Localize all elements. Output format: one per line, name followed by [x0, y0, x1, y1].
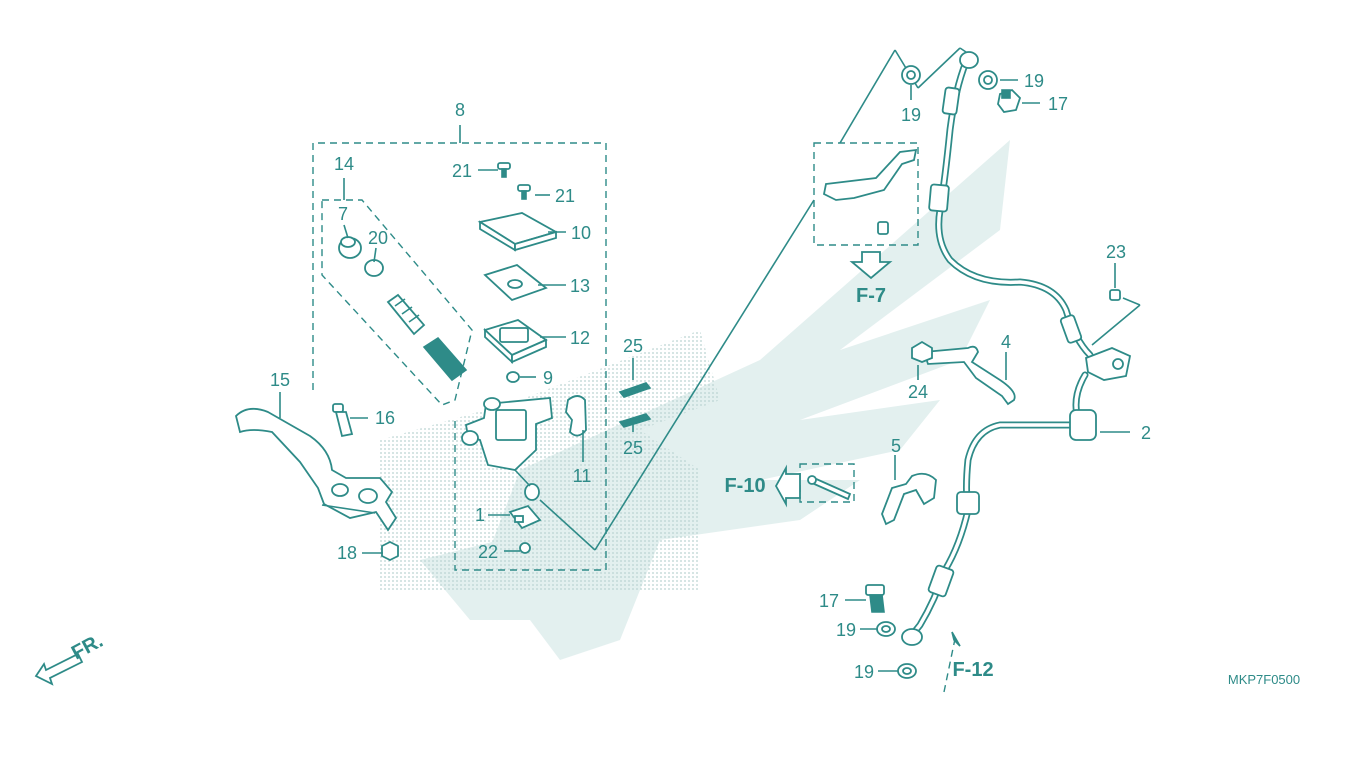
switch-1	[508, 504, 542, 530]
callout-15: 15	[270, 370, 290, 390]
callout-2: 2	[1141, 423, 1151, 443]
washer-19-top-left	[901, 65, 921, 85]
callout-13: 13	[570, 276, 590, 296]
callout-23: 23	[1106, 242, 1126, 262]
washer-19-bottom-upper	[876, 621, 896, 637]
diaphragm-12	[483, 319, 548, 365]
callout-20: 20	[368, 228, 388, 248]
screw-21-top	[497, 162, 511, 178]
callout-12: 12	[570, 328, 590, 348]
callout-17-bottom: 17	[819, 591, 839, 611]
ref-f7-label: F-7	[856, 285, 886, 307]
bolt-25-lower	[618, 413, 652, 428]
brake-hose-lower	[901, 371, 1097, 646]
spring	[422, 336, 468, 382]
ref-arrow-f7	[849, 251, 893, 280]
callout-25-lower: 25	[623, 438, 643, 458]
holder-11	[565, 395, 587, 437]
ref-lines-f12	[943, 631, 961, 693]
callout-24: 24	[908, 382, 928, 402]
screw-21-second	[517, 184, 531, 200]
bolt-17-bottom	[865, 584, 885, 613]
boot-7	[338, 236, 362, 259]
nut-18	[381, 540, 399, 562]
kit-leader-lines	[539, 47, 1141, 551]
callout-9: 9	[543, 368, 553, 388]
callout-16: 16	[375, 408, 395, 428]
ref-f12-label: F-12	[952, 659, 993, 681]
callout-leaders	[279, 79, 1130, 672]
ref-f10-label: F-10	[724, 475, 765, 497]
washer-19-bottom-lower	[897, 663, 917, 679]
kit-8-outline	[312, 125, 607, 571]
ref-arrow-f10	[774, 464, 801, 508]
callout-19-bottom-upper: 19	[836, 620, 856, 640]
callout-8: 8	[455, 100, 465, 120]
front-arrow: FR.	[34, 630, 107, 686]
callout-4: 4	[1001, 332, 1011, 352]
callout-25-upper: 25	[623, 336, 643, 356]
callout-14: 14	[334, 154, 354, 174]
screw-22	[519, 542, 531, 554]
bolt-17-top	[997, 88, 1022, 113]
stay-4	[911, 340, 1016, 406]
stay-5	[881, 472, 937, 526]
reference-labels: F-7 F-10 F-12	[724, 285, 993, 681]
kit-14-outline	[321, 178, 473, 406]
pivot-bolt-16	[332, 403, 354, 438]
callout-19-top-left: 19	[901, 105, 921, 125]
callout-19-bottom-lower: 19	[854, 662, 874, 682]
callout-11: 11	[573, 466, 592, 486]
part-9	[506, 371, 520, 383]
plate-13	[483, 263, 548, 302]
lever-15	[235, 407, 398, 532]
callout-19-top-right: 19	[1024, 71, 1044, 91]
callout-labels: 8 14 7 20 21 21 10 13 12 9 25 25 11 15 1…	[270, 71, 1151, 682]
brake-hose-upper	[928, 51, 1094, 359]
hose-joint	[1085, 289, 1132, 381]
callout-7: 7	[338, 204, 348, 224]
callout-21-top: 21	[452, 161, 472, 181]
master-cylinder-body	[461, 397, 553, 501]
callout-21-second: 21	[555, 186, 575, 206]
callout-10: 10	[571, 223, 591, 243]
halftone-shading	[380, 330, 720, 590]
callout-17-top: 17	[1048, 94, 1068, 114]
callout-1: 1	[475, 505, 485, 525]
callout-22: 22	[478, 542, 498, 562]
callout-18: 18	[337, 543, 357, 563]
callout-5: 5	[891, 436, 901, 456]
washer-19-top-right	[978, 70, 998, 90]
reservoir-cap-10	[477, 212, 559, 252]
circlip-20	[364, 259, 384, 277]
diagram-code: MKP7F0500	[1228, 672, 1300, 687]
bolt-box-f10	[799, 463, 855, 503]
bolt-25-upper	[618, 382, 652, 398]
piston	[386, 293, 426, 336]
bracket-box-f7	[813, 142, 919, 246]
